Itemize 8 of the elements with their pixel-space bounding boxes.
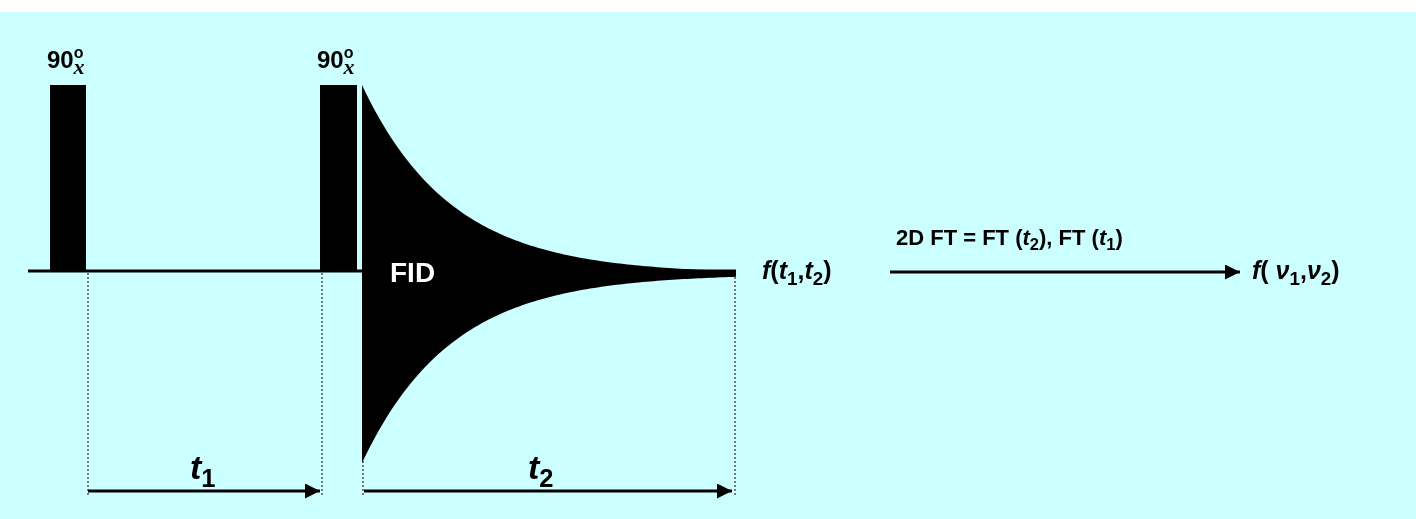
duration-label: t$_{1}$	[190, 448, 216, 493]
pulse-bar	[50, 85, 86, 271]
function-label: f(t$_{1}$,t$_{2}$)	[762, 252, 872, 292]
signal-label: FID	[390, 257, 436, 289]
arrow	[890, 264, 1240, 280]
function-label: f( ν$_{1}$,ν$_{2}$)	[1252, 252, 1392, 292]
pulse-bar	[320, 85, 357, 271]
duration-label: t$_{2}$	[528, 448, 554, 493]
